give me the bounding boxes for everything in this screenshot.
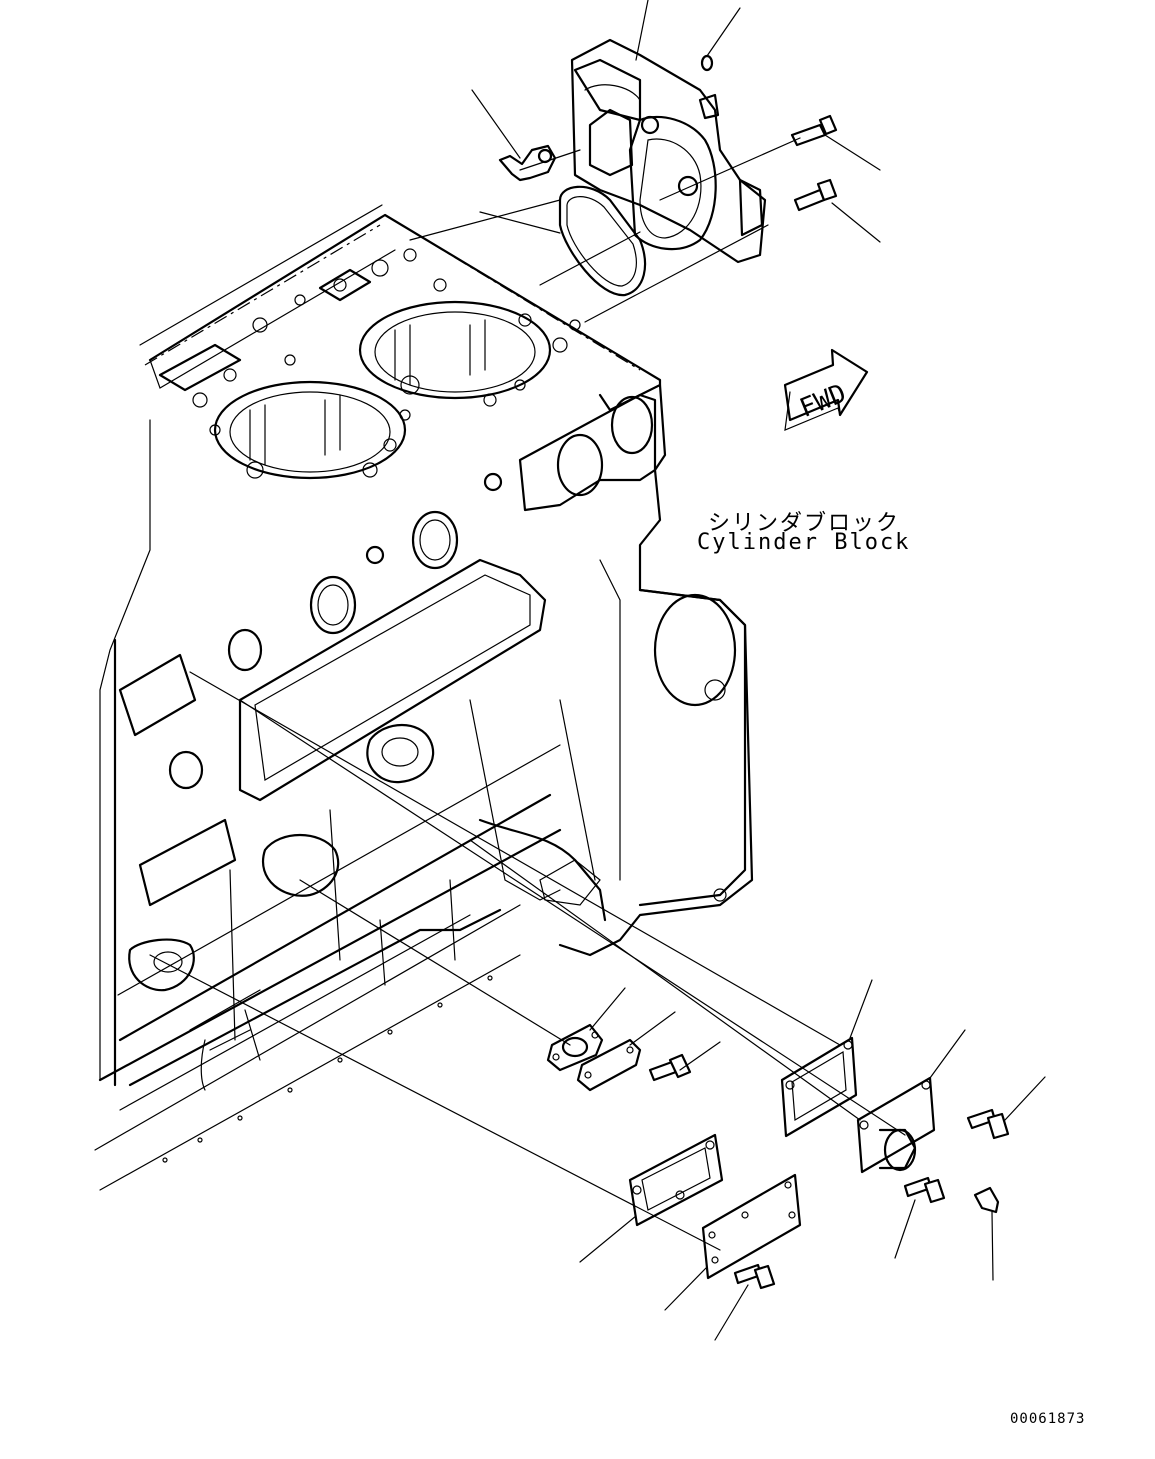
small-cover-plate <box>576 1038 642 1092</box>
housing-gasket <box>558 185 647 297</box>
leader-lines <box>471 0 1046 1341</box>
side-cover-with-boss <box>856 1076 936 1174</box>
side-cover-gasket <box>780 1036 858 1138</box>
lower-cover-gasket <box>628 1133 724 1227</box>
elbow-fitting <box>498 144 557 182</box>
drain-plug <box>973 1186 1000 1214</box>
o-ring-small <box>700 54 714 72</box>
fwd-arrow-icon: FWD <box>783 348 869 431</box>
water-outlet-housing <box>570 38 767 264</box>
part-name-english: Cylinder Block <box>697 530 911 555</box>
drawing-number: 00061873 <box>1010 1411 1086 1427</box>
housing-bolts <box>790 114 838 212</box>
part-name-japanese: シリンダブロック <box>708 511 901 536</box>
small-gasket <box>546 1023 604 1072</box>
lower-cover-plate <box>701 1173 802 1280</box>
cylinder-block <box>94 204 754 1191</box>
assembly-centerlines <box>149 137 906 1251</box>
